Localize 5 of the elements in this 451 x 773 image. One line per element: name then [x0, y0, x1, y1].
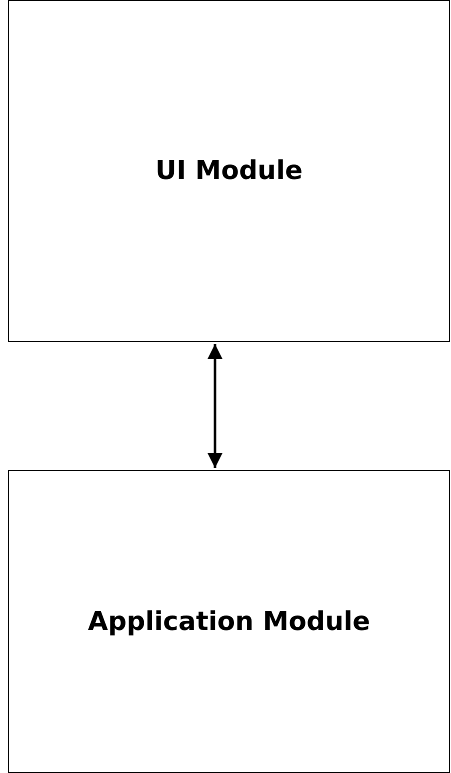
double-arrow: [208, 344, 222, 468]
module-label: Application Module: [88, 606, 370, 636]
module-box: [8, 0, 450, 342]
module-box: [8, 470, 450, 773]
module-label: UI Module: [155, 156, 303, 186]
